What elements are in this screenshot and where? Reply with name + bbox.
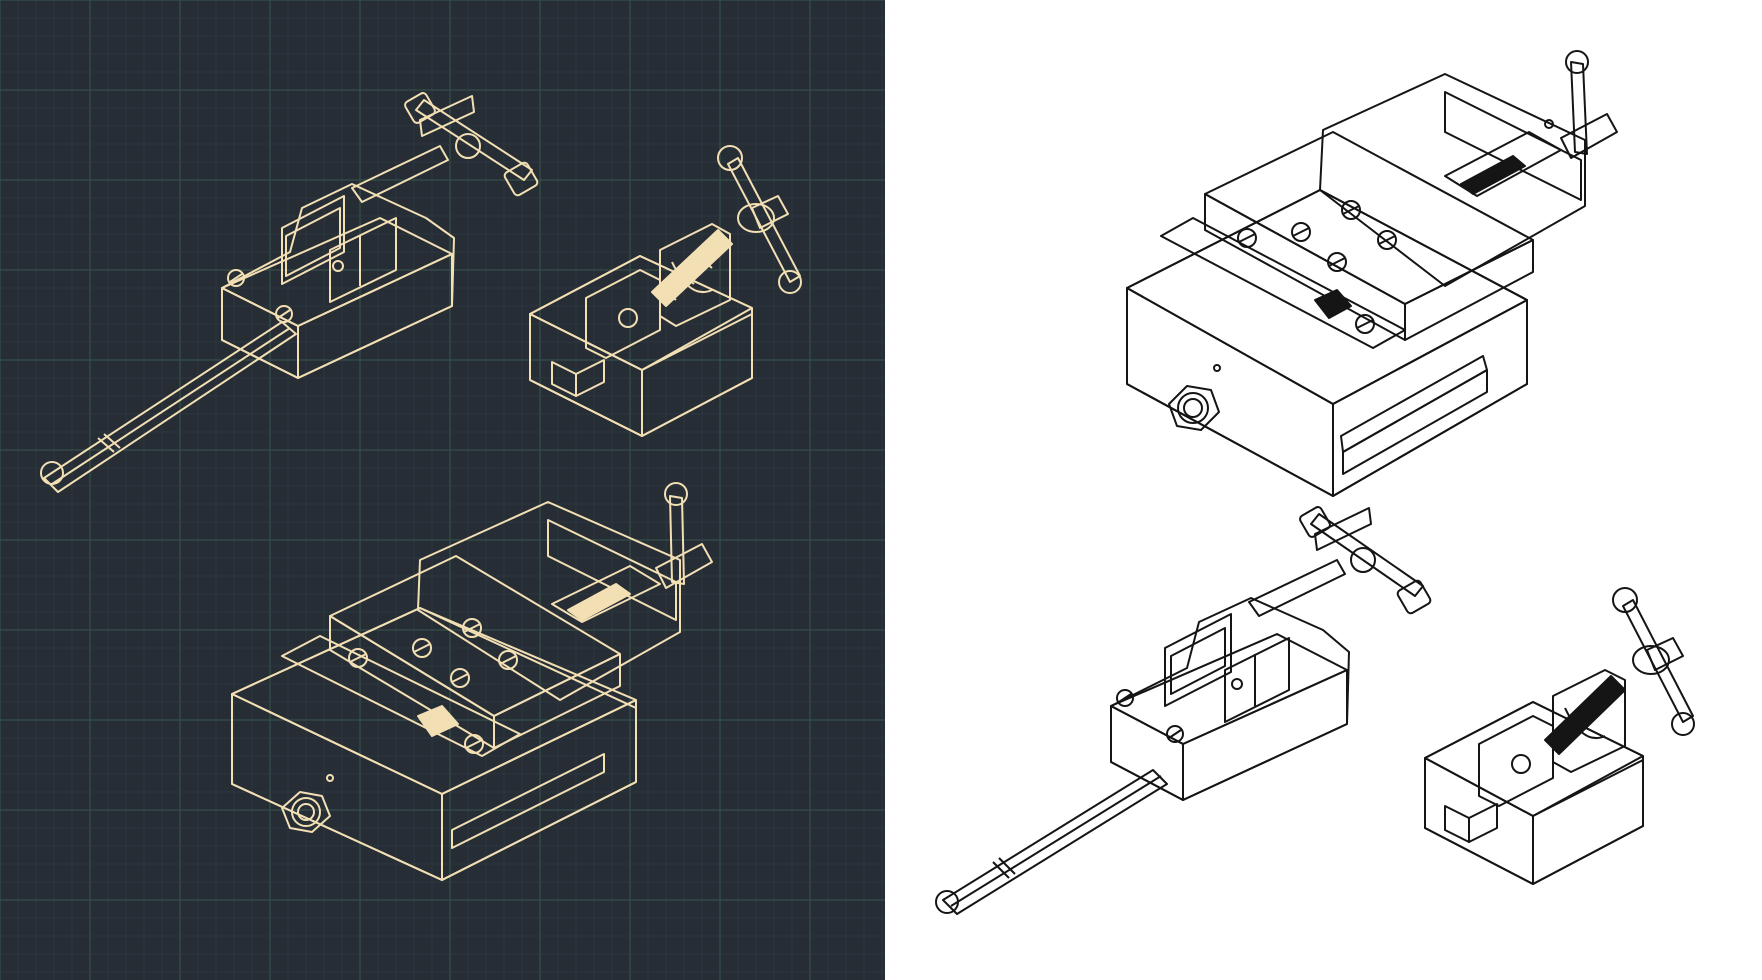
drill-press-vise-long-handle: [936, 506, 1432, 914]
blueprint-grid: [0, 0, 885, 980]
line-art-canvas: [885, 0, 1762, 980]
handle-icon: [656, 483, 712, 588]
screw-icon: [1117, 679, 1242, 742]
blueprint-panel: [0, 0, 885, 980]
nut-icon: [282, 775, 333, 832]
handle-icon: [41, 322, 296, 492]
line-art-panel: [885, 0, 1762, 980]
handle-icon: [1613, 588, 1694, 735]
nut-icon: [1169, 365, 1220, 430]
small-drill-vise: [530, 146, 801, 436]
handle-icon: [936, 770, 1167, 914]
handle-icon: [718, 146, 801, 293]
screw-icon: [1238, 201, 1396, 333]
small-drill-vise: [1425, 588, 1694, 884]
handle-icon: [1545, 51, 1617, 158]
precision-machine-vise: [232, 483, 712, 880]
drill-press-vise-long-handle: [41, 92, 539, 492]
screw-icon: [228, 261, 343, 322]
blueprint-canvas: [0, 0, 885, 980]
handle-icon: [404, 92, 539, 197]
screw-icon: [349, 619, 517, 753]
precision-machine-vise: [1127, 51, 1617, 496]
handle-icon: [1299, 506, 1432, 615]
